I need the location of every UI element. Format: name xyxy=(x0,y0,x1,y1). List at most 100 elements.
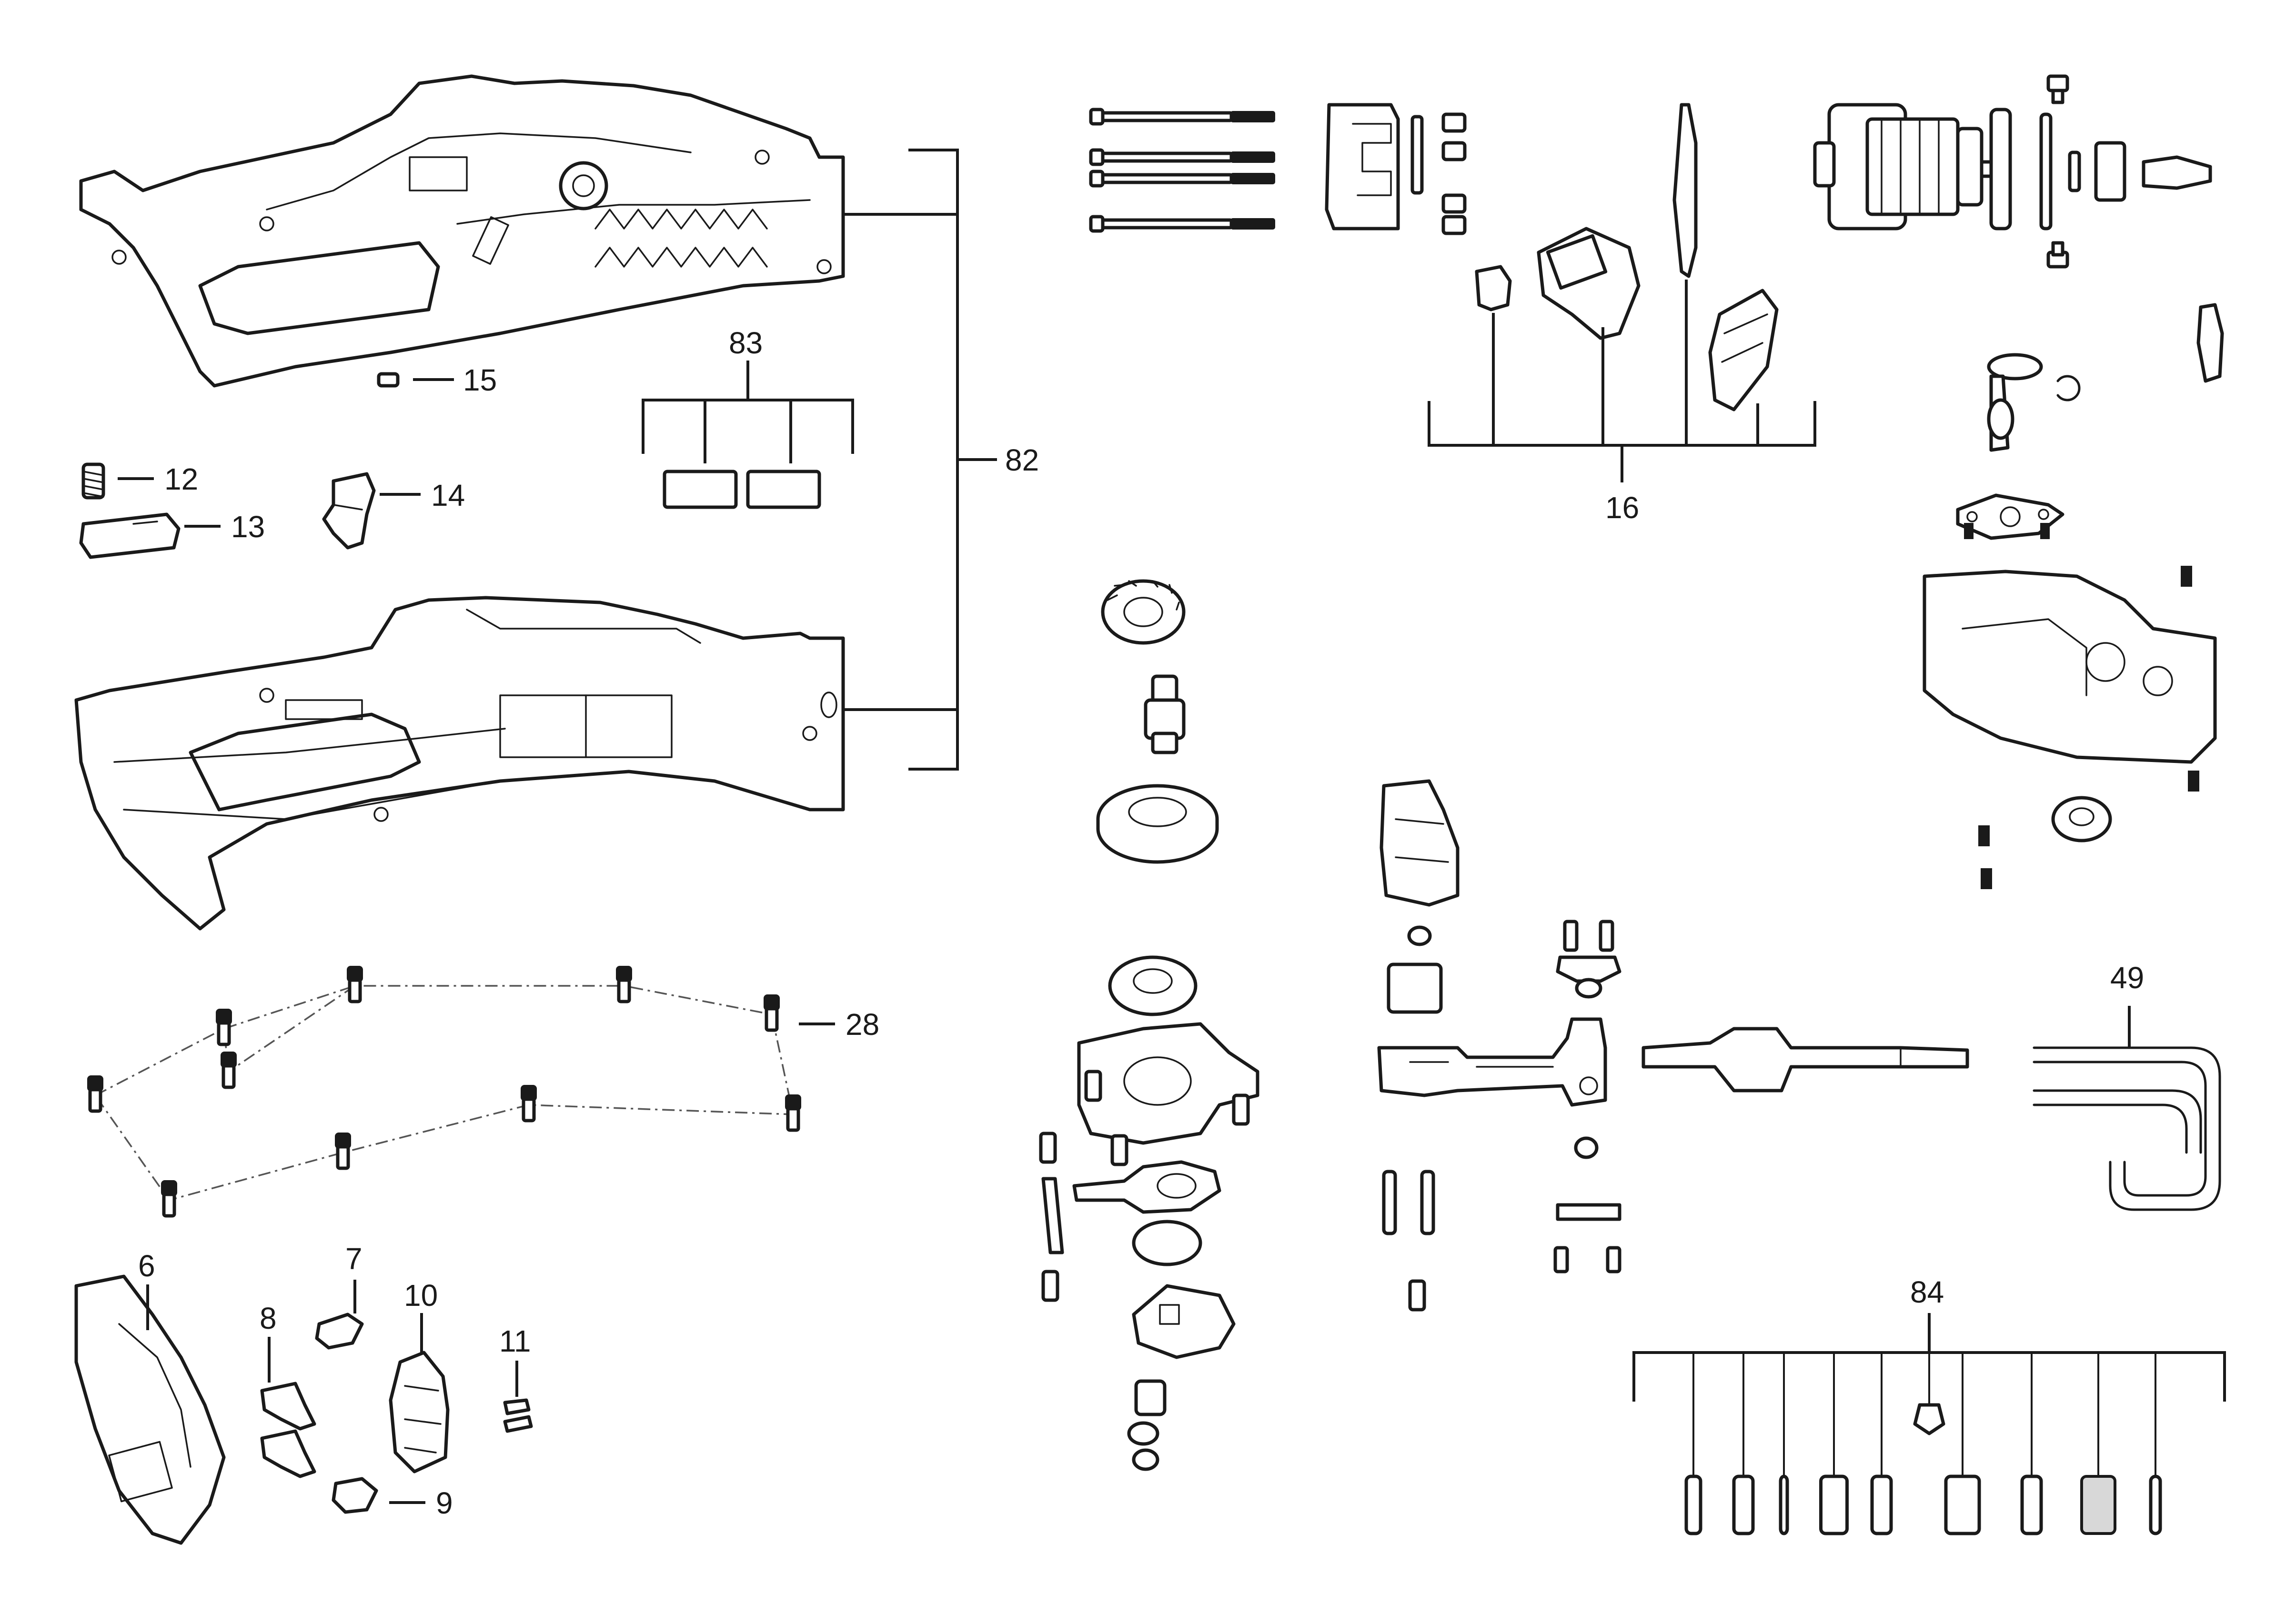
plate-screw xyxy=(1084,1070,1102,1102)
callout-12: 12 xyxy=(164,462,198,496)
plate-screw xyxy=(1110,1134,1128,1166)
callout-82: 82 xyxy=(1005,443,1039,477)
crank-pin xyxy=(1987,353,2043,452)
housing-screw xyxy=(335,1133,351,1170)
housing-screw xyxy=(87,1075,103,1113)
brush-screws xyxy=(1441,112,1467,235)
part-12-spring xyxy=(81,462,105,500)
gasket-screw xyxy=(1964,523,1974,539)
ball-bearing-small xyxy=(2051,796,2112,842)
ball-bearing-large xyxy=(1108,955,1198,1016)
small-clip xyxy=(2196,303,2224,383)
counterweight xyxy=(1132,1284,1236,1359)
plate-screw xyxy=(1232,1093,1250,1126)
guide-block xyxy=(1387,962,1443,1014)
housing-screw xyxy=(785,1094,801,1132)
housing-screw xyxy=(764,994,780,1032)
set-screw xyxy=(1981,868,1992,889)
set-screw xyxy=(2181,566,2192,587)
part-84-service-kit xyxy=(1684,1352,2162,1535)
brush-holder-block xyxy=(1325,103,1424,231)
link-screw xyxy=(1041,1270,1059,1302)
callout-7: 7 xyxy=(345,1242,363,1276)
link-rod xyxy=(1041,1177,1064,1254)
callout-14: 14 xyxy=(431,478,465,512)
kit-part xyxy=(1779,1474,1789,1535)
blade-clamp-housing xyxy=(1380,779,1460,907)
kit-part xyxy=(2149,1474,2162,1535)
saddle-screw xyxy=(1606,1246,1621,1273)
part-15-insert xyxy=(377,372,400,388)
rocker-lever xyxy=(1072,1160,1221,1214)
part-7-contact xyxy=(315,1313,364,1350)
housing-screw xyxy=(616,966,632,1003)
kit-part xyxy=(1913,1403,1945,1435)
callout-16: 16 xyxy=(1605,491,1639,525)
kit-part xyxy=(1870,1474,1893,1535)
part-10-pcb-holder xyxy=(389,1351,450,1474)
motor-washer xyxy=(1989,108,2012,231)
bearing-plate xyxy=(1077,1022,1259,1145)
saddle-screw xyxy=(1553,1246,1569,1273)
part-13-lock-button xyxy=(79,512,181,559)
set-screw xyxy=(1978,825,1990,846)
clamp-screw xyxy=(1408,1279,1426,1312)
part-28-screw-set xyxy=(94,985,795,1202)
part-16-switch-assembly xyxy=(1475,103,1779,411)
callout-6: 6 xyxy=(138,1249,155,1283)
callout-49: 49 xyxy=(2110,961,2144,995)
dowel-pin xyxy=(1420,1170,1435,1235)
kit-part xyxy=(1732,1474,1755,1535)
yoke-bracket xyxy=(1556,920,1621,999)
bevel-gear xyxy=(1101,579,1186,645)
kit-part xyxy=(2020,1474,2043,1535)
callout-9: 9 xyxy=(436,1486,453,1520)
label-plate xyxy=(746,470,821,509)
callout-84: 84 xyxy=(1910,1275,1944,1309)
motor-spacer xyxy=(2068,150,2081,192)
needle-bearing xyxy=(1096,784,1219,864)
set-screw xyxy=(2188,771,2199,792)
part-9-contact xyxy=(332,1477,378,1514)
plate-screw xyxy=(1039,1132,1057,1164)
motor-bolts xyxy=(2046,74,2069,269)
long-bolt xyxy=(1089,108,1275,126)
spindle-shaft xyxy=(1144,674,1186,754)
plunger-shaft xyxy=(1641,1027,1969,1093)
gear-housing xyxy=(1923,570,2217,764)
housing-bolt-set xyxy=(1089,108,1275,233)
callout-11: 11 xyxy=(499,1324,531,1358)
long-bolt xyxy=(1089,215,1275,233)
part-8-contact-bracket xyxy=(260,1382,316,1478)
retaining-ring xyxy=(2056,375,2081,401)
wave-washer xyxy=(1132,1220,1202,1266)
housing-half-left xyxy=(79,74,845,388)
motor-nozzle xyxy=(2142,155,2212,190)
part-14-lever xyxy=(322,472,376,550)
callout-10: 10 xyxy=(404,1278,438,1313)
part-49-spring-clip xyxy=(2033,1046,2221,1211)
gasket-plate xyxy=(1956,493,2064,540)
gasket-screw xyxy=(2040,523,2050,539)
motor-fan xyxy=(2039,112,2053,231)
part-11-screw-pair xyxy=(503,1398,533,1433)
screw-group-28 xyxy=(87,966,801,1218)
callout-8: 8 xyxy=(260,1301,277,1335)
guide-nut xyxy=(1407,925,1432,946)
kit-part xyxy=(1944,1474,1981,1535)
label-plate xyxy=(663,470,738,509)
housing-screw xyxy=(216,1009,232,1046)
plunger-guide-rail xyxy=(1377,1017,1607,1107)
housing-screw xyxy=(221,1052,237,1089)
kit-part xyxy=(1684,1474,1702,1535)
housing-half-right xyxy=(74,596,845,931)
dowel-pin xyxy=(1382,1170,1397,1235)
long-bolt xyxy=(1089,170,1275,188)
callout-13: 13 xyxy=(231,510,265,544)
housing-screw xyxy=(521,1085,537,1123)
long-bolt xyxy=(1089,148,1275,166)
part-6-side-cover xyxy=(74,1274,226,1545)
slide-nut xyxy=(1574,1136,1599,1159)
callout-28: 28 xyxy=(846,1007,879,1042)
